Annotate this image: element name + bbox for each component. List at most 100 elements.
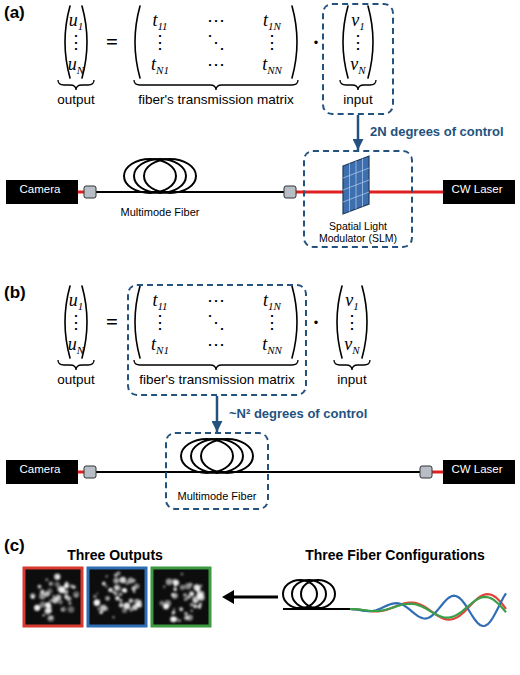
speckle-grain (47, 588, 52, 593)
speckle-grain (183, 593, 187, 597)
matrix-entry: tNN (262, 54, 282, 75)
speckle-grain (123, 602, 130, 609)
speckle-grain (115, 596, 119, 600)
speckle-grain (173, 581, 178, 586)
speckle-grain (129, 598, 134, 603)
speckle-grain (96, 592, 98, 594)
parenthesis (337, 286, 342, 358)
speckle-grain (180, 585, 185, 590)
equation-operator: · (312, 310, 319, 334)
speckle-grain (194, 600, 196, 602)
matrix-entry: t11 (152, 290, 167, 311)
speckle-grain (199, 603, 202, 606)
speckle-grain (171, 593, 174, 596)
speckle-grain (173, 580, 179, 586)
speckle-grain (173, 617, 178, 622)
brace-label: output (57, 92, 95, 108)
device-label: Camera (20, 463, 61, 476)
math-subscript: NN (267, 344, 282, 356)
math-subscript: N (352, 344, 359, 356)
fiber-connector (420, 466, 432, 478)
speckle-grain (38, 585, 40, 587)
image-background (24, 568, 82, 626)
component-label: Multimode Fiber (121, 206, 200, 219)
speckle-grain (163, 586, 165, 588)
equation-operator: = (106, 310, 118, 334)
fibers (96, 159, 420, 609)
speckle-grain (122, 588, 126, 592)
speckle-grain (180, 608, 183, 611)
math-symbol: u (68, 334, 77, 354)
math-symbol: v (351, 10, 359, 30)
speckle-grain (184, 612, 187, 615)
fiber-coil (144, 159, 196, 193)
math-symbol: u (68, 54, 77, 74)
vector-entry: ⋮ (349, 32, 367, 53)
speckle-grain (49, 605, 52, 608)
section-heading: Three Fiber Configurations (305, 547, 485, 563)
speckle-grain (190, 610, 193, 613)
speckle-image (24, 568, 82, 626)
speckle-grain (42, 614, 45, 617)
math-symbol: t (263, 10, 268, 30)
matrix-entry: ⋱ (207, 312, 225, 333)
speckle-grain (47, 615, 54, 622)
math-symbol: t (152, 290, 157, 310)
vector-entry: uN (68, 54, 84, 75)
matrix-entry: ⋯ (207, 334, 225, 355)
speckle-grain (112, 591, 115, 594)
component-label: Multimode Fiber (178, 490, 257, 503)
vector-entry: v1 (351, 10, 365, 31)
speckle-grain (179, 607, 183, 611)
matrix-entry: ⋯ (207, 54, 225, 75)
speckle-grain (68, 606, 75, 613)
parenthesis (362, 286, 367, 358)
brace-label: fiber's transmission matrix (138, 92, 294, 108)
speckle-grain (119, 599, 122, 602)
speckle-grain (189, 591, 194, 596)
speckle-grain (172, 611, 175, 614)
math-subscript: 1 (359, 20, 365, 32)
speckle-grain (94, 599, 100, 605)
speckle-grain (190, 603, 194, 607)
underbrace (334, 360, 370, 370)
matrix-entry: tN1 (151, 54, 169, 75)
matrix-entry: t1N (263, 10, 281, 31)
speckle-image (152, 568, 210, 626)
speckle-grain (30, 593, 35, 598)
speckle-grain (108, 588, 113, 593)
speckle-grain (120, 577, 127, 584)
speckle-grain (65, 581, 69, 585)
speckle-grain (40, 590, 45, 595)
speckle-grain (193, 605, 196, 608)
image-frame (152, 568, 210, 626)
vector-entry: v1 (345, 290, 359, 311)
math-subscript: N1 (156, 344, 169, 356)
control-arrow (357, 115, 360, 150)
control-arrow (216, 396, 219, 432)
matrix-entry: t1N (263, 290, 281, 311)
speckle-grain (163, 603, 169, 609)
speckle-grain (105, 596, 110, 601)
speckle-grain (102, 582, 106, 586)
matrix-entry: ⋱ (207, 32, 225, 53)
speckle-grain (178, 619, 181, 622)
laser-beams (78, 192, 443, 472)
fiber-connectors (84, 186, 432, 478)
speckle-grain (58, 600, 63, 605)
speckle-grain (93, 595, 97, 599)
math-symbol: u (69, 10, 78, 30)
image-background (152, 568, 210, 626)
speckle-grain (172, 593, 178, 599)
slm-panel (343, 156, 369, 214)
fiber-coil (292, 580, 326, 608)
math-subscript: N (358, 64, 365, 76)
parenthesis (368, 6, 373, 78)
speckle-grain (71, 585, 75, 589)
slm-grid-line (343, 180, 369, 190)
speckle-grain (194, 584, 201, 591)
speckle-grain (173, 587, 177, 591)
speckle-grain (31, 595, 35, 599)
speckle-pattern (159, 573, 204, 622)
panel-label: (b) (4, 283, 26, 303)
